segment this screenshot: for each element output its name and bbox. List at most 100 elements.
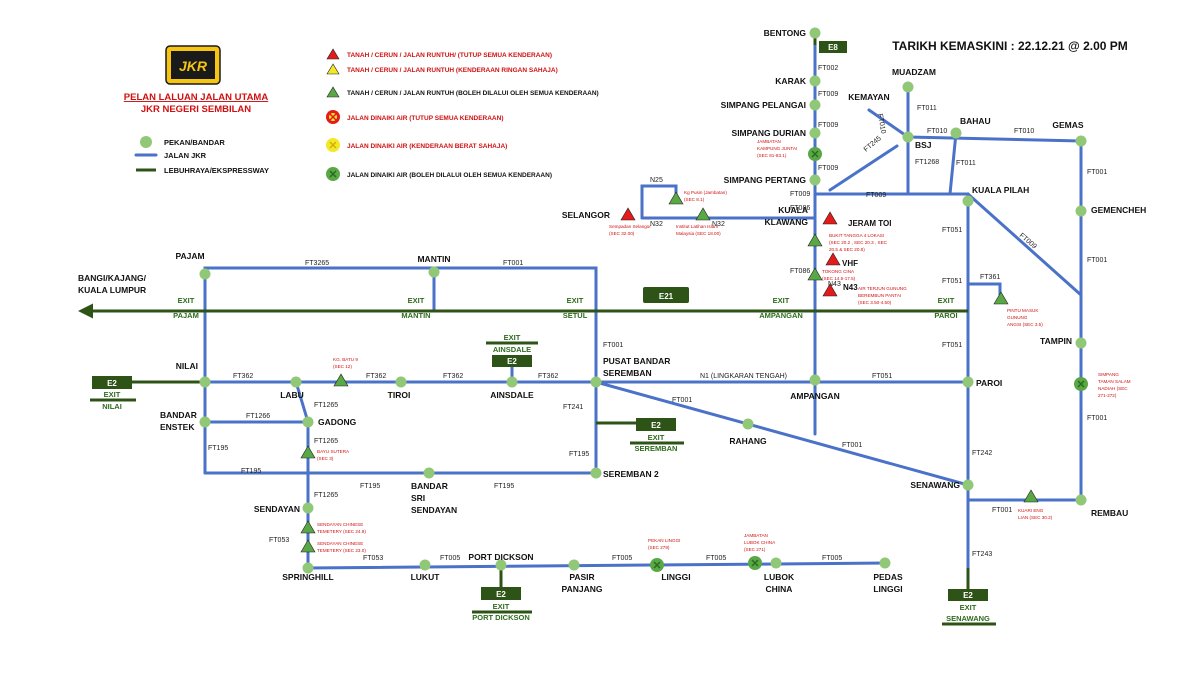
svg-text:LABU: LABU	[280, 390, 304, 400]
exit-label: MANTIN	[401, 311, 430, 320]
triangle-red-icon	[825, 252, 841, 266]
flood-green-icon	[1074, 377, 1088, 391]
svg-text:BAYU SUTERA: BAYU SUTERA	[317, 449, 350, 454]
svg-text:FT362: FT362	[538, 373, 558, 380]
svg-text:PINTU MASUK: PINTU MASUK	[1007, 308, 1039, 313]
exit-label: AINSDALE	[493, 345, 531, 354]
svg-text:FT009: FT009	[818, 91, 838, 98]
svg-text:KUALA LUMPUR: KUALA LUMPUR	[78, 285, 146, 295]
exit-label: EXIT	[493, 602, 510, 611]
svg-text:E2: E2	[651, 421, 661, 430]
svg-text:E2: E2	[496, 590, 506, 599]
svg-text:NILAI: NILAI	[176, 361, 198, 371]
svg-text:FT001: FT001	[1087, 169, 1107, 176]
town-node	[902, 131, 914, 143]
svg-text:20.5 & SEC 20.8): 20.5 & SEC 20.8)	[829, 247, 865, 252]
svg-text:N32: N32	[712, 221, 725, 228]
svg-text:(SEC 81-83.1): (SEC 81-83.1)	[757, 153, 787, 158]
svg-text:E2: E2	[507, 357, 517, 366]
svg-text:PORT DICKSON: PORT DICKSON	[468, 552, 533, 562]
highway-badge-e2-ainsdale: E2	[492, 355, 532, 367]
svg-text:BAHAU: BAHAU	[960, 116, 991, 126]
svg-text:FT051: FT051	[942, 342, 962, 349]
exit-label: EXIT	[648, 433, 665, 442]
svg-text:FT1265: FT1265	[314, 492, 338, 499]
svg-text:FT005: FT005	[440, 555, 460, 562]
svg-text:FT243: FT243	[972, 551, 992, 558]
svg-text:FT005: FT005	[612, 555, 632, 562]
triangle-green-icon	[300, 445, 316, 459]
town-node	[902, 81, 914, 93]
exit-label: EXIT	[104, 390, 121, 399]
update-timestamp: TARIKH KEMASKINI : 22.12.21 @ 2.00 PM	[892, 39, 1128, 53]
svg-text:FT1265: FT1265	[314, 438, 338, 445]
svg-text:SENDAYAN: SENDAYAN	[411, 505, 457, 515]
svg-text:271-272): 271-272)	[1098, 393, 1117, 398]
svg-text:SENDAYAN: SENDAYAN	[254, 504, 300, 514]
svg-text:KARAK: KARAK	[775, 76, 807, 86]
town-node	[423, 467, 435, 479]
triangle-yellow-icon	[326, 63, 340, 75]
svg-text:BUKIT TANGGA 4 LOKASI: BUKIT TANGGA 4 LOKASI	[829, 233, 884, 238]
svg-text:FT001: FT001	[1087, 415, 1107, 422]
triangle-red-icon	[326, 48, 340, 60]
svg-text:PAJAM: PAJAM	[175, 251, 204, 261]
svg-text:JAMBATAN: JAMBATAN	[744, 533, 768, 538]
svg-text:TEMETERY (SEC 24.9): TEMETERY (SEC 24.9)	[317, 529, 366, 534]
svg-text:SIMPANG DURIAN: SIMPANG DURIAN	[732, 128, 806, 138]
highway-badge-e8: E8	[819, 41, 847, 53]
highway-network	[78, 33, 970, 598]
svg-text:REMBAU: REMBAU	[1091, 508, 1128, 518]
triangle-green-icon	[300, 539, 316, 553]
exit-label: EXIT	[960, 603, 977, 612]
town-node	[419, 559, 431, 571]
town-nodes	[199, 27, 1087, 574]
flood-yellow-icon	[326, 138, 340, 152]
exit-label: SEREMBAN	[635, 444, 678, 453]
svg-text:N1 (LINGKARAN TENGAH): N1 (LINGKARAN TENGAH)	[700, 373, 787, 380]
highway-badge-e2-nilai: E2	[92, 376, 132, 389]
town-node	[290, 376, 302, 388]
triangle-red-icon	[620, 207, 636, 221]
svg-text:FT053: FT053	[363, 555, 383, 562]
svg-text:SIMPANG: SIMPANG	[1098, 372, 1119, 377]
svg-text:TIROI: TIROI	[388, 390, 411, 400]
triangle-red-icon	[822, 211, 838, 225]
svg-text:(SEC 8.1): (SEC 8.1)	[684, 197, 705, 202]
svg-text:PASIR: PASIR	[569, 572, 594, 582]
svg-text:FT009: FT009	[866, 192, 886, 199]
town-node	[809, 374, 821, 386]
svg-text:Malaysia (SEC 18.00): Malaysia (SEC 18.00)	[676, 231, 721, 236]
town-node	[742, 418, 754, 430]
svg-text:LUBOK CHINA: LUBOK CHINA	[744, 540, 776, 545]
legend-item: TANAH / CERUN / JALAN RUNTUH (BOLEH DILA…	[347, 90, 599, 97]
svg-text:KAMPUNG JUNTAI: KAMPUNG JUNTAI	[757, 146, 797, 151]
svg-text:Sempadan Selangor: Sempadan Selangor	[609, 224, 651, 229]
svg-text:SEREMBAN: SEREMBAN	[603, 368, 652, 378]
svg-text:N43: N43	[843, 283, 858, 292]
svg-text:ENSTEK: ENSTEK	[160, 422, 195, 432]
svg-text:FT086: FT086	[790, 205, 810, 212]
svg-text:SENAWANG: SENAWANG	[910, 480, 960, 490]
svg-text:FT362: FT362	[366, 373, 386, 380]
svg-text:SELANGOR: SELANGOR	[562, 210, 610, 220]
svg-text:AIR TERJUN GUNUNG: AIR TERJUN GUNUNG	[858, 286, 907, 291]
town-node	[879, 557, 891, 569]
road-codes: FT002 FT009 FT009 FT009 FT009 FT086 FT08…	[208, 65, 1107, 562]
svg-text:KUARI ENG: KUARI ENG	[1018, 508, 1044, 513]
svg-text:BANGI/KAJANG/: BANGI/KAJANG/	[78, 273, 147, 283]
svg-text:FT195: FT195	[569, 451, 589, 458]
triangle-green-icon	[300, 520, 316, 534]
svg-text:N43: N43	[828, 281, 841, 288]
triangle-green-icon	[695, 207, 711, 221]
svg-text:SIMPANG PERTANG: SIMPANG PERTANG	[724, 175, 807, 185]
svg-text:BSJ: BSJ	[915, 140, 932, 150]
svg-text:E8: E8	[828, 43, 838, 52]
svg-text:Kg Pusin (Jambatan): Kg Pusin (Jambatan)	[684, 190, 727, 195]
svg-text:BANDAR: BANDAR	[160, 410, 197, 420]
svg-text:BEREMBUN PANTAI: BEREMBUN PANTAI	[858, 293, 901, 298]
svg-text:LIAN (SEC 30.2): LIAN (SEC 30.2)	[1018, 515, 1053, 520]
town-node	[1075, 135, 1087, 147]
legend-key: LEBUHRAYA/EKSPRESSWAY	[164, 166, 269, 175]
town-node	[568, 559, 580, 571]
